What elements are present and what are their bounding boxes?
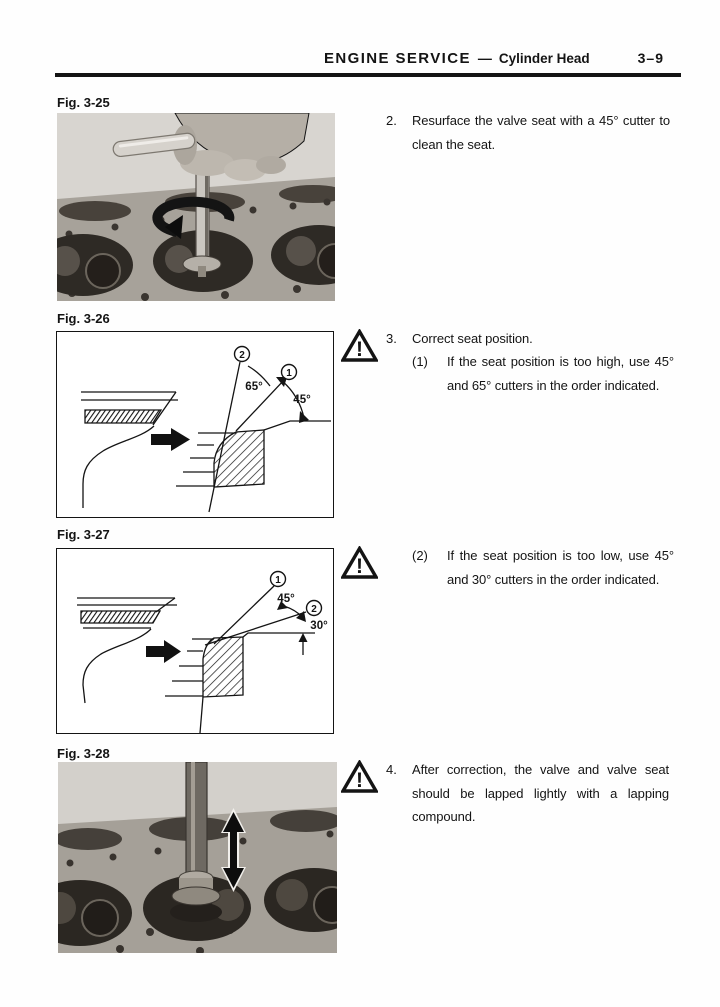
svg-text:2: 2 <box>239 350 245 361</box>
warning-triangle-icon: ! <box>341 760 378 793</box>
diagram-seat-too-low: 1 2 45° 30° <box>56 548 334 734</box>
seat-low-diagram-art: 1 2 45° 30° <box>77 570 328 733</box>
combustion-chambers <box>58 868 337 946</box>
page-header: ENGINE SERVICE — Cylinder Head 3–9 <box>55 50 681 67</box>
svg-text:1: 1 <box>275 575 281 586</box>
svg-text:!: ! <box>356 555 363 578</box>
seat-section <box>165 585 315 733</box>
warning-triangle-icon: ! <box>341 329 378 362</box>
rotation-arrow-icon <box>152 196 235 239</box>
seat-high-diagram-art: 2 1 65° 45° <box>81 345 331 513</box>
callout-2: 2 <box>305 599 323 617</box>
angle-45-label: 45° <box>293 394 311 406</box>
step-4-number: 4. <box>386 762 397 777</box>
callout-2: 2 <box>233 345 251 363</box>
photo-valve-seat-cutter <box>57 113 335 301</box>
angle-65-label: 65° <box>245 381 263 393</box>
seat-section <box>176 361 331 513</box>
step-2-number: 2. <box>386 113 397 128</box>
header-section: Cylinder Head <box>498 51 590 66</box>
handle-bar <box>112 132 196 158</box>
valve-profile <box>81 391 178 508</box>
svg-text:!: ! <box>356 769 363 792</box>
lapping-tool <box>170 762 222 922</box>
page-number: 3–9 <box>637 50 664 66</box>
step-3-heading: Correct seat position. <box>412 331 533 346</box>
step-3-2-text: If the seat position is too low, use 45°… <box>447 548 674 587</box>
step-2-text: Resurface the valve seat with a 45° cutt… <box>412 113 670 152</box>
right-arrow-icon <box>151 428 190 451</box>
combustion-chambers <box>57 225 335 296</box>
callout-1: 1 <box>269 570 287 588</box>
figure-label-3-25: Fig. 3-25 <box>57 95 110 110</box>
diagram-seat-too-high: 2 1 65° 45° <box>56 331 334 518</box>
step-4-text: After correction, the valve and valve se… <box>412 762 669 824</box>
right-arrow-icon <box>146 640 181 663</box>
svg-text:!: ! <box>356 338 363 361</box>
warning-triangle-icon: ! <box>341 546 378 579</box>
svg-text:2: 2 <box>311 604 317 615</box>
angle-45-label: 45° <box>277 593 295 605</box>
step-3-1-text: If the seat position is too high, use 45… <box>447 354 674 393</box>
up-down-arrow-icon <box>221 808 246 892</box>
figure-label-3-28: Fig. 3-28 <box>57 746 110 761</box>
figure-label-3-26: Fig. 3-26 <box>57 311 110 326</box>
step-3-2-number: (2) <box>412 548 428 563</box>
header-title: ENGINE SERVICE <box>324 50 471 67</box>
header-separator: — <box>477 50 492 66</box>
angle-30-label: 30° <box>310 620 328 632</box>
header-rule <box>55 73 681 77</box>
step-3-1-number: (1) <box>412 354 428 369</box>
svg-text:1: 1 <box>286 368 292 379</box>
valve-profile <box>77 597 177 704</box>
lapping-photo-art <box>58 762 337 953</box>
step-3-number: 3. <box>386 331 397 346</box>
figure-label-3-27: Fig. 3-27 <box>57 527 110 542</box>
callout-1: 1 <box>280 363 298 381</box>
cutter-shaft <box>182 168 222 277</box>
cutter-photo-art <box>57 113 335 301</box>
photo-valve-lapping <box>58 762 337 953</box>
